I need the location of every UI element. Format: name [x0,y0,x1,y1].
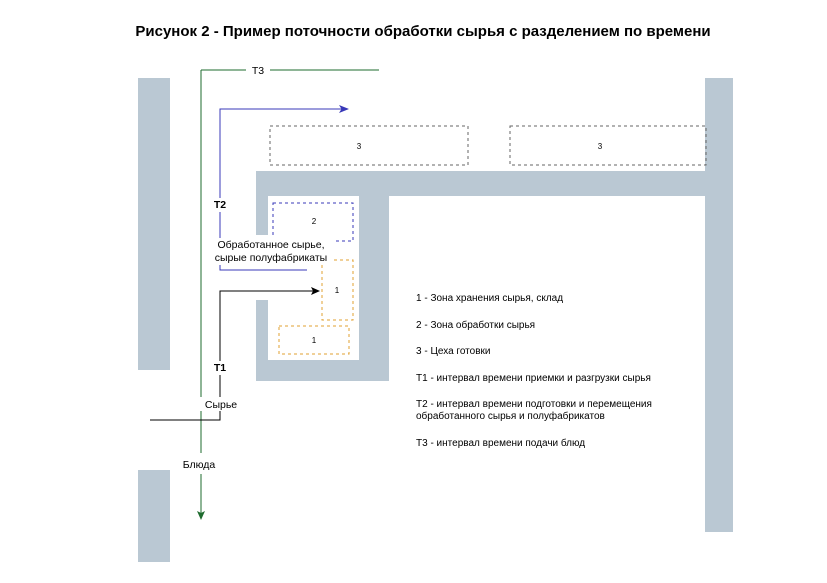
processed-label-bg [209,238,333,265]
processed-label-line2: сырые полуфабрикаты [215,252,327,264]
wall-inner-left-upper [256,196,268,235]
raw-label: Сырье [205,399,237,411]
t1-label: Т1 [214,362,226,374]
t2-label-bg [212,198,230,212]
zone-shop-left-label: 3 [357,142,362,151]
legend-item-5-line2: обработанного сырья и полуфабрикатов [416,410,605,422]
zone-shop-left [269,125,469,166]
t1-flow: Т1 Сырье [150,287,320,421]
dishes-label: Блюда [183,459,216,471]
zone-storage-lower [278,325,350,355]
zone-storage-upper-label: 1 [335,286,340,295]
wall-inner-left-lower [256,300,268,360]
legend-item-6: Т3 - интервал времени подачи блюд [416,437,585,449]
t3-label: Т3 [252,65,264,77]
legend: 1 - Зона хранения сырья, склад 2 - Зона … [416,293,652,449]
raw-label-bg [200,397,242,411]
wall-bottom [256,360,389,381]
zone-shop-right-label: 3 [598,142,603,151]
figure-title: Рисунок 2 - Пример поточности обработки … [135,23,710,40]
wall-top-horizontal [256,171,706,196]
wall-left-upper [138,78,170,370]
t2-label: Т2 [214,199,226,211]
legend-item-1: 1 - Зона хранения сырья, склад [416,293,563,304]
legend-item-4: Т1 - интервал времени приемки и разгрузк… [416,373,651,384]
walls [138,78,733,562]
wall-inner-right [359,196,389,360]
zone-shop-right [509,125,707,166]
legend-item-3: 3 - Цеха готовки [416,346,491,357]
processed-label-line1: Обработанное сырье, [217,239,324,251]
wall-left-lower [138,470,170,562]
zone-processing-label: 2 [312,217,317,226]
legend-item-2: 2 - Зона обработки сырья [416,319,535,331]
t3-flow: Т3 Блюда [183,65,379,520]
t1-arrow [150,287,320,421]
wall-right [705,78,733,532]
zone-storage-upper [321,259,354,321]
t2-flow: Т2 Обработанное сырье, сырые полуфабрика… [209,105,349,271]
zones: 3 3 2 1 1 [269,125,707,355]
zone-storage-lower-label: 1 [312,336,317,345]
t2-arrow [219,105,349,271]
t1-label-bg [210,361,232,375]
legend-item-5-line1: Т2 - интервал времени подготовки и перем… [416,399,652,410]
